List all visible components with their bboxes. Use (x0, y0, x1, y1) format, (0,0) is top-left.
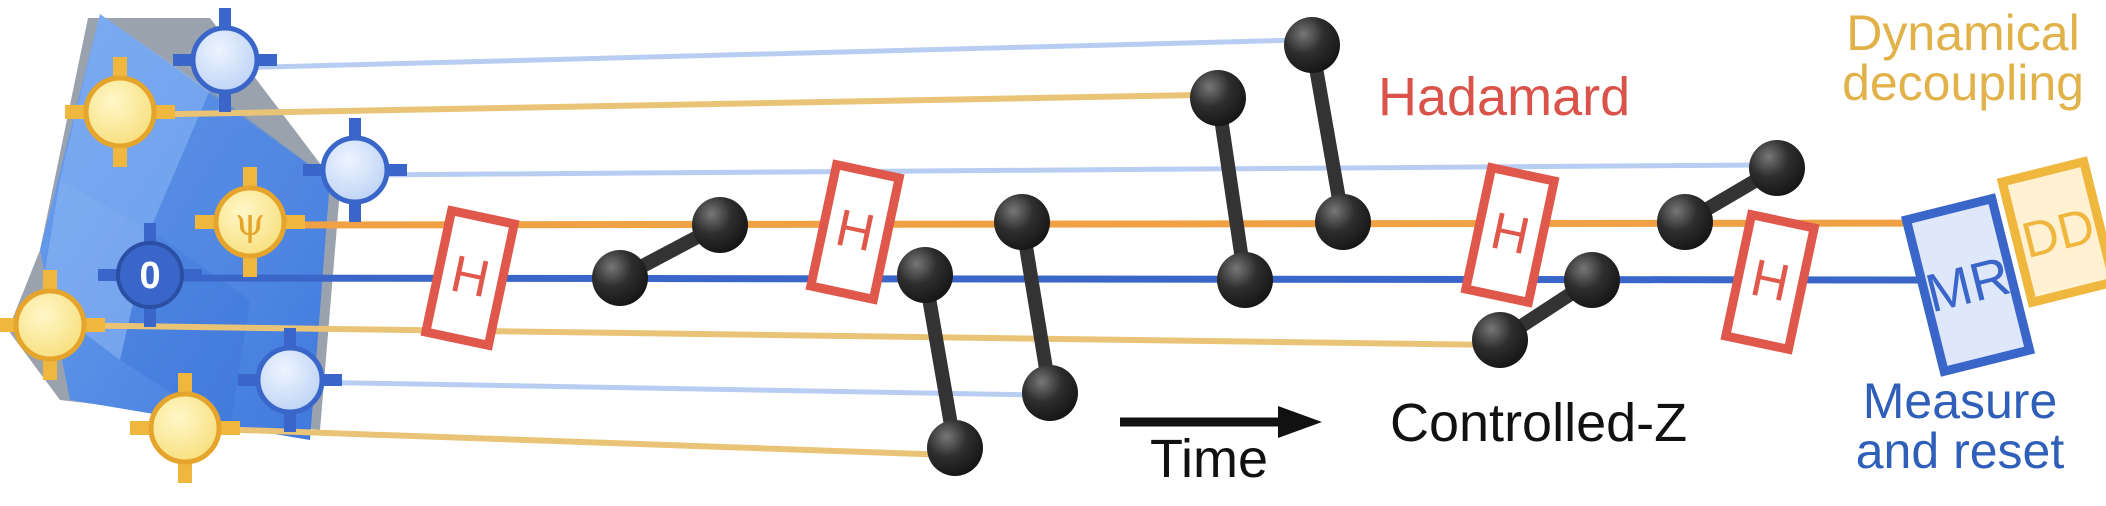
qubit-line (229, 37, 1301, 71)
hadamard-gate: H (805, 159, 905, 305)
measure-qubit (303, 118, 407, 222)
measure-qubit (173, 8, 277, 112)
cz-gate (1190, 70, 1273, 308)
data-qubit (0, 270, 105, 380)
qubit-line (299, 379, 1041, 398)
chip-qubits: 0 ψ (0, 8, 407, 483)
cz-gate (1472, 252, 1620, 368)
time-label: Time (1150, 429, 1268, 489)
qubit-line (359, 162, 1761, 178)
hadamard-gates: H H H H (420, 159, 1820, 355)
cz-gate (592, 197, 748, 306)
qubit-psi-symbol: ψ (235, 200, 265, 244)
time-arrow (1120, 406, 1322, 438)
data-qubit (65, 57, 175, 167)
cz-gate (1284, 17, 1371, 250)
measure-reset-label: Measure and reset (1820, 376, 2100, 476)
hadamard-gate: H (1720, 209, 1820, 355)
dd-gate: DD (1996, 156, 2106, 308)
qubit-line (149, 274, 1931, 284)
cz-gate (1657, 140, 1805, 250)
mr-label-line2: and reset (1855, 423, 2065, 479)
qubit-line (124, 92, 1201, 118)
measure-qubit (238, 328, 342, 432)
data-qubit (130, 373, 240, 483)
hadamard-gate: H (1460, 162, 1560, 308)
qubit-line (184, 425, 951, 458)
cz-gate (897, 247, 983, 476)
dd-label-line1: Dynamical (1846, 5, 2080, 61)
qubit-zero-symbol: 0 (139, 255, 160, 297)
data-qubit-psi: ψ (195, 167, 305, 277)
hadamard-label: Hadamard (1378, 67, 1631, 127)
dynamical-decoupling-label: Dynamical decoupling (1828, 8, 2098, 108)
measure-reset-gate: MR (1900, 193, 2036, 377)
mr-label-line1: Measure (1862, 373, 2058, 429)
cz-gate (994, 194, 1078, 421)
cz-gates (592, 17, 1805, 476)
controlled-z-label: Controlled-Z (1390, 393, 1688, 453)
measure-qubit-zero: 0 (98, 223, 202, 327)
dd-label-line2: decoupling (1842, 55, 2084, 111)
hadamard-gate: H (420, 205, 520, 351)
